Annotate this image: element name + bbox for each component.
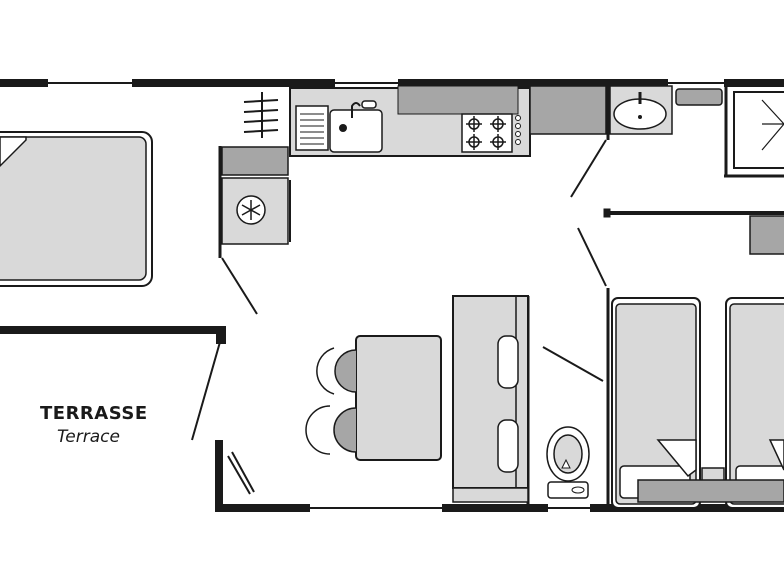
- bed-single: [725, 297, 784, 509]
- kitchen-counter: [289, 85, 607, 157]
- terrace-label: TERRASSE: [40, 403, 148, 424]
- sink-icon: [329, 100, 383, 153]
- towel-rail: [675, 88, 723, 106]
- sofa: [452, 295, 529, 503]
- doors: [191, 139, 607, 495]
- door-entry: [231, 451, 255, 493]
- dining-table: [305, 335, 442, 461]
- door-terrace-left: [191, 341, 221, 441]
- bed-sheet-fold: [0, 136, 27, 168]
- fridge: [221, 146, 291, 245]
- coat-rack-icon: [243, 92, 279, 138]
- door-bedroom1: [221, 257, 258, 315]
- bed-single: [611, 297, 701, 509]
- toilet-icon: [546, 426, 590, 499]
- terrace-label-translation: Terrace: [57, 427, 120, 447]
- door-wc: [542, 346, 604, 382]
- sofa-cushion: [497, 419, 519, 473]
- kitchen-hood: [397, 85, 519, 115]
- door-entry-b: [227, 455, 251, 495]
- shower-icon: [733, 91, 784, 169]
- stove-icon: [461, 113, 521, 153]
- drain-board: [295, 105, 329, 151]
- bed-double: [0, 131, 153, 287]
- fridge-snowflake-icon: [236, 195, 266, 225]
- wall-post: [216, 326, 226, 344]
- washbasin-icon: [609, 85, 673, 135]
- bathroom-cabinet: [749, 215, 784, 255]
- wall-end-cap: [603, 208, 611, 218]
- bedroom-shelf: [637, 479, 784, 503]
- kitchen-cabinet: [529, 85, 607, 135]
- chair: [316, 347, 357, 395]
- sofa-cushion: [497, 335, 519, 389]
- door-bedroom2: [577, 227, 607, 287]
- door-bathroom: [570, 139, 607, 198]
- chair: [305, 405, 357, 455]
